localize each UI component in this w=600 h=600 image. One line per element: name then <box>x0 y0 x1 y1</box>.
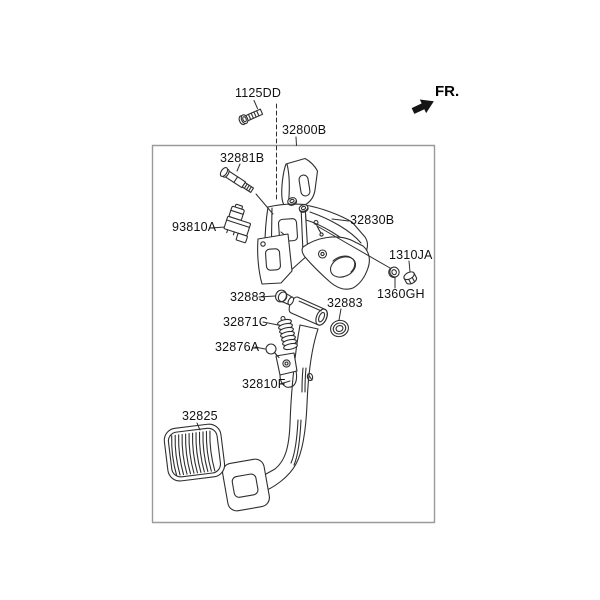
spring-seat-drawing <box>275 352 298 388</box>
stopper-32876a-drawing <box>265 343 280 359</box>
switch-93810a-drawing <box>223 203 251 244</box>
part-label-93810a: 93810A <box>172 220 217 234</box>
part-label-32883-upper: 32883 <box>230 290 266 304</box>
part-label-32825: 32825 <box>182 409 218 423</box>
part-label-32810f: 32810F <box>242 377 286 391</box>
washer-1360gh-drawing <box>388 266 400 278</box>
bushing-32883-lower-drawing <box>330 319 349 338</box>
bushing-32883-upper-drawing <box>274 289 295 306</box>
part-label-32881b: 32881B <box>220 151 265 165</box>
part-label-32876a: 32876A <box>215 340 260 354</box>
front-direction-arrow-icon <box>411 99 434 114</box>
leader-lines <box>196 100 411 431</box>
part-label-32800b: 32800B <box>282 123 327 137</box>
part-label-32871c: 32871C <box>223 315 268 329</box>
pedal-pad-drawing <box>163 423 226 482</box>
foot-plate-drawing <box>222 458 270 512</box>
part-label-1125dd: 1125DD <box>235 86 282 100</box>
bolt-1125dd-drawing <box>238 108 264 126</box>
flange-bolts-drawing <box>287 197 309 213</box>
front-direction-label: FR. <box>435 83 460 100</box>
part-label-32883-lower: 32883 <box>327 296 363 310</box>
bracket-drawing <box>257 157 370 290</box>
member-32881b-drawing <box>219 166 255 193</box>
nut-1310ja-drawing <box>403 271 418 285</box>
assembly-boundary-box <box>151 144 436 524</box>
part-label-1310ja: 1310JA <box>389 248 433 262</box>
spring-32871c-drawing <box>277 315 298 351</box>
part-label-32830b: 32830B <box>350 213 395 227</box>
part-label-1360gh: 1360GH <box>377 287 425 301</box>
